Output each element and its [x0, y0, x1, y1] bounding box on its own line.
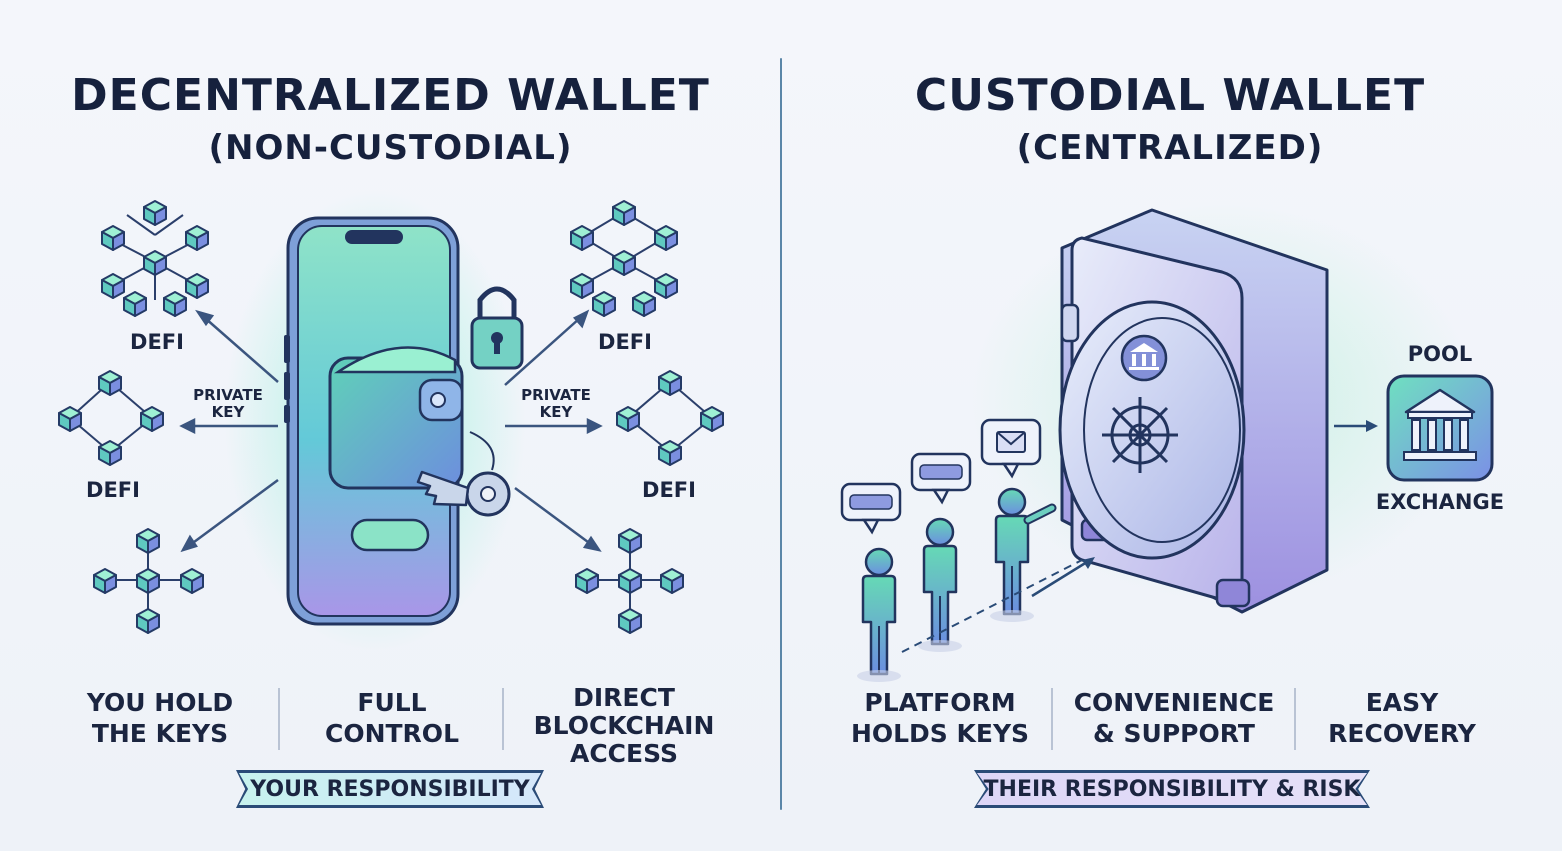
feature-separator [278, 688, 280, 750]
feature-easy-recovery: EASY RECOVERY [1328, 688, 1476, 748]
decentralized-illustration [58, 190, 724, 650]
bank-badge-icon [1120, 334, 1168, 382]
defi-label-top-right: DEFI [598, 330, 652, 354]
their-responsibility-banner: THEIR RESPONSIBILITY & RISK [974, 770, 1370, 808]
password-bubble-icon-2 [910, 452, 972, 505]
vault-safe-icon [1058, 208, 1329, 614]
padlock-icon [470, 286, 524, 370]
defi-network-mid-left [58, 370, 164, 466]
arrow-to-exchange [1334, 420, 1378, 432]
defi-label-mid-left: DEFI [86, 478, 140, 502]
private-key-label-left: PRIVATE KEY [193, 386, 263, 421]
defi-network-mid-right [616, 370, 724, 466]
feature-separator [1294, 688, 1296, 750]
custodial-wallet-panel: CUSTODIAL WALLET (CENTRALIZED) [782, 0, 1562, 851]
user-person-icon-2 [922, 517, 958, 646]
password-bubble-icon-1 [840, 482, 902, 535]
smartphone-icon [284, 216, 464, 626]
non-custodial-subtitle: (NON-CUSTODIAL) [208, 128, 573, 168]
arrow-to-vault [1031, 557, 1095, 598]
feature-separator [502, 688, 504, 750]
key-icon [416, 431, 511, 517]
your-responsibility-banner: YOUR RESPONSIBILITY [236, 770, 544, 808]
custodial-wallet-title: CUSTODIAL WALLET [914, 70, 1426, 121]
pool-label: POOL [1407, 342, 1473, 366]
defi-network-bottom-right [575, 528, 684, 634]
panel-divider [780, 58, 782, 810]
defi-network-top-right [570, 200, 678, 317]
arrows-left [179, 309, 603, 553]
wallet-icon [328, 346, 464, 490]
defi-network-top-left [101, 200, 209, 317]
user-person-icon-3 [994, 487, 1057, 616]
message-bubble-icon [980, 418, 1042, 479]
decentralized-wallet-title: DECENTRALIZED WALLET [71, 70, 710, 121]
user-person-icon-1 [861, 547, 897, 676]
feature-you-hold-keys: YOU HOLD THE KEYS [86, 688, 234, 748]
feature-convenience-support: CONVENIENCE & SUPPORT [1073, 688, 1275, 748]
custodial-illustration [840, 200, 1494, 682]
private-key-label-right: PRIVATE KEY [521, 386, 591, 421]
exchange-bank-icon [1386, 374, 1494, 482]
feature-platform-holds-keys: PLATFORM HOLDS KEYS [850, 688, 1030, 748]
feature-direct-blockchain-access: DIRECT BLOCKCHAIN ACCESS [533, 683, 715, 768]
defi-label-mid-right: DEFI [642, 478, 696, 502]
centralized-subtitle: (CENTRALIZED) [1016, 128, 1324, 168]
exchange-label: EXCHANGE [1375, 490, 1505, 514]
safe-wheel-icon [1102, 397, 1178, 473]
defi-label-top-left: DEFI [130, 330, 184, 354]
defi-network-bottom-left [93, 528, 204, 634]
feature-separator [1051, 688, 1053, 750]
feature-full-control: FULL CONTROL [324, 688, 459, 748]
decentralized-wallet-panel: DECENTRALIZED WALLET (NON-CUSTODIAL) [58, 70, 724, 808]
